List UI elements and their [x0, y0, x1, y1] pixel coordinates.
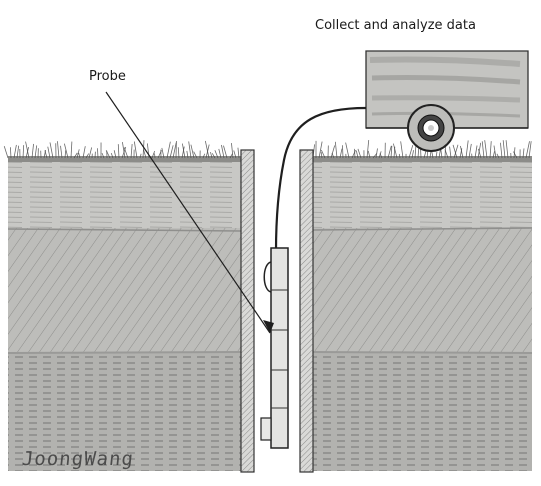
- borehole-casing-right: [300, 150, 313, 472]
- probe-label: Probe: [89, 69, 126, 84]
- soil-block-left: [8, 158, 241, 471]
- soil-layer-upper-right-hatch: [313, 228, 532, 353]
- wheel-icon: [408, 105, 454, 151]
- soil-block-right: [313, 158, 532, 471]
- soil-layer-bottom-right-dashes: [313, 353, 532, 471]
- probe-icon: [261, 248, 288, 448]
- artist-signature: JoongWang: [21, 448, 135, 470]
- soil-layer-top-right-streaks: [313, 158, 532, 230]
- soil-layer-upper-left-hatch: [8, 228, 241, 353]
- collect-data-label: Collect and analyze data: [315, 18, 476, 33]
- layer-boundary-left-2: [8, 352, 241, 353]
- grass-icon: [4, 140, 241, 162]
- soil-layer-top-left-streaks: [8, 158, 241, 230]
- borehole-casing-left: [241, 150, 254, 472]
- layer-boundary-right-2: [313, 352, 532, 353]
